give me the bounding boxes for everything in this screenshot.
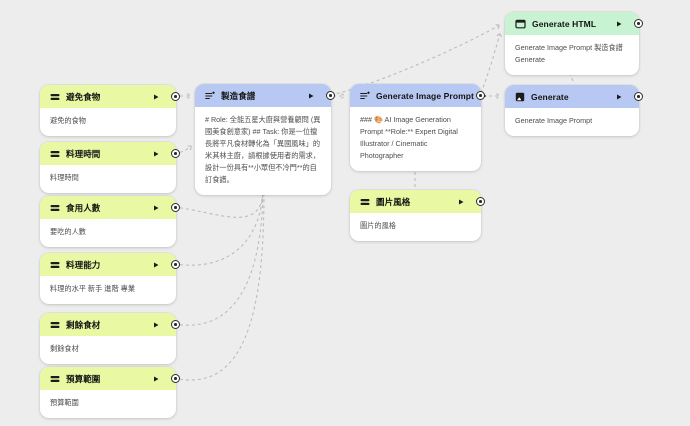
- edge-recipe-ghtml: [330, 25, 500, 96]
- node-image-style[interactable]: 圖片風格 圖片的風格: [350, 190, 485, 241]
- node-header[interactable]: Generate Image Prompt: [350, 84, 487, 107]
- play-icon[interactable]: [152, 375, 160, 383]
- output-port[interactable]: [634, 19, 643, 28]
- edge-gip-ghtml: [480, 33, 500, 94]
- output-port[interactable]: [634, 92, 643, 101]
- node-header[interactable]: 剩餘食材: [40, 313, 180, 336]
- input-icon: [50, 203, 60, 213]
- node-title: 料理時間: [66, 148, 101, 159]
- input-icon: [50, 374, 60, 384]
- node-body: 要吃的人數: [50, 227, 86, 236]
- node-title: 圖片風格: [376, 196, 411, 207]
- node-skill-level[interactable]: 料理能力 料理的水平 新手 進階 專業: [40, 253, 180, 304]
- node-header[interactable]: 製造食譜: [195, 84, 335, 107]
- output-port[interactable]: [171, 374, 180, 383]
- play-icon[interactable]: [615, 93, 623, 101]
- node-body: ### 🎨 AI Image Generation Prompt **Role:…: [360, 115, 458, 160]
- edge-skill-recipe: [173, 190, 263, 266]
- output-port[interactable]: [171, 320, 180, 329]
- node-body: Generate Image Prompt 製造食譜 Generate: [515, 43, 623, 64]
- node-leftover-ingredients[interactable]: 剩餘食材 剩餘食材: [40, 313, 180, 364]
- node-body: 料理的水平 新手 進階 專業: [50, 284, 136, 293]
- node-generate-image-prompt[interactable]: Generate Image Prompt ### 🎨 AI Image Gen…: [350, 84, 487, 171]
- node-header[interactable]: 食用人數: [40, 196, 180, 219]
- prompt-icon: [360, 90, 370, 101]
- node-title: 預算範圍: [66, 373, 101, 384]
- input-icon: [360, 197, 370, 207]
- edge-leftover-recipe: [173, 190, 263, 326]
- input-icon: [50, 260, 60, 270]
- input-icon: [50, 320, 60, 330]
- output-port[interactable]: [171, 203, 180, 212]
- node-title: Generate Image Prompt: [376, 90, 474, 101]
- image-icon: [515, 92, 525, 102]
- output-port[interactable]: [171, 92, 180, 101]
- edge-budget-recipe: [173, 190, 264, 381]
- node-title: 製造食譜: [221, 90, 256, 101]
- play-icon[interactable]: [615, 20, 623, 28]
- play-icon[interactable]: [152, 261, 160, 269]
- node-body: 預算範圍: [50, 398, 79, 407]
- play-icon[interactable]: [307, 92, 315, 100]
- node-header[interactable]: 料理時間: [40, 142, 180, 165]
- node-title: Generate: [531, 91, 569, 102]
- browser-icon: [515, 19, 526, 29]
- output-port[interactable]: [171, 149, 180, 158]
- output-port[interactable]: [476, 91, 485, 100]
- input-icon: [50, 149, 60, 159]
- node-header[interactable]: 料理能力: [40, 253, 180, 276]
- node-cook-time[interactable]: 料理時間 料理時間: [40, 142, 180, 193]
- node-body: 避免的食物: [50, 116, 86, 125]
- node-body: 剩餘食材: [50, 344, 79, 353]
- node-header[interactable]: 預算範圍: [40, 367, 180, 390]
- node-title: 剩餘食材: [66, 319, 101, 330]
- node-avoid-food[interactable]: 避免食物 避免的食物: [40, 85, 180, 136]
- node-header[interactable]: 避免食物: [40, 85, 180, 108]
- play-icon[interactable]: [152, 150, 160, 158]
- output-port[interactable]: [476, 197, 485, 206]
- node-generate[interactable]: Generate Generate Image Prompt: [505, 85, 643, 136]
- node-generate-html[interactable]: Generate HTML Generate Image Prompt 製造食譜…: [505, 12, 643, 75]
- play-icon[interactable]: [152, 93, 160, 101]
- output-port[interactable]: [171, 260, 180, 269]
- play-icon[interactable]: [457, 198, 465, 206]
- play-icon[interactable]: [152, 204, 160, 212]
- node-body: 圖片的風格: [360, 221, 396, 230]
- prompt-icon: [205, 90, 215, 101]
- node-body: 料理時間: [50, 173, 79, 182]
- node-make-recipe[interactable]: 製造食譜 # Role: 全能五星大廚與營養顧問 (異國美食創意家) ## Ta…: [195, 84, 335, 195]
- node-title: Generate HTML: [532, 18, 597, 29]
- edge-generate-ghtml: [568, 70, 573, 82]
- node-header[interactable]: 圖片風格: [350, 190, 485, 213]
- input-icon: [50, 92, 60, 102]
- output-port[interactable]: [326, 91, 335, 100]
- node-header[interactable]: Generate HTML: [505, 12, 643, 35]
- node-budget-range[interactable]: 預算範圍 預算範圍: [40, 367, 180, 418]
- play-icon[interactable]: [152, 321, 160, 329]
- node-body: Generate Image Prompt: [515, 116, 593, 125]
- node-header[interactable]: Generate: [505, 85, 643, 108]
- node-body: # Role: 全能五星大廚與營養顧問 (異國美食創意家) ## Task: 你…: [205, 115, 321, 184]
- edge-people-recipe: [173, 190, 263, 218]
- node-title: 食用人數: [66, 202, 101, 213]
- node-title: 料理能力: [66, 259, 101, 270]
- node-servings[interactable]: 食用人數 要吃的人數: [40, 196, 180, 247]
- node-title: 避免食物: [66, 91, 101, 102]
